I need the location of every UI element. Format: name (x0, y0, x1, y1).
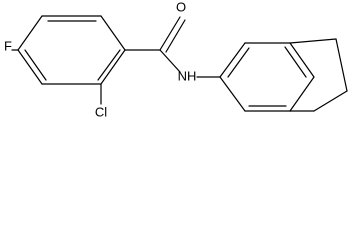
bond-carbonyl-oxygen-left (159, 16, 181, 51)
indane-aromatic-ring (219, 42, 315, 112)
fluorobenzene-ring (17, 15, 126, 85)
bond-carbonyl-oxygen-right (165, 19, 186, 53)
molecule-structure: F O NH Cl (4, 0, 348, 119)
bond-ring1-bottom-left-inner (24, 49, 47, 81)
fluorine-label: F (4, 38, 12, 53)
bond-ring2-top-right (289, 42, 315, 78)
indane-cyclopentane-ring (289, 38, 348, 112)
bond-ring2-top-left (219, 42, 246, 78)
bond-ring1-bottom-right (100, 49, 126, 85)
bond-ring2-top-left-inner (227, 47, 250, 78)
nh-label: NH (178, 68, 197, 83)
bond-ring3-right (335, 38, 348, 92)
bond-ring1-top-right (100, 15, 126, 51)
oxygen-label: O (176, 0, 186, 14)
bond-ring1-bottom-right-inner (97, 49, 121, 81)
bond-ring1-top-left (17, 15, 43, 51)
chlorine-label: Cl (95, 104, 107, 119)
bond-carbonyl-nitrogen (159, 49, 181, 73)
bond-ring2-bottom-left (219, 76, 246, 112)
bond-ring2-bottom-right (289, 76, 315, 112)
bond-ring3-top (289, 38, 337, 44)
bond-ring3-bottom (313, 90, 348, 112)
molecule-canvas: F O NH Cl (4, 0, 348, 119)
bond-ring2-top-right-inner (284, 46, 307, 78)
bond-ring1-bottom-left (17, 49, 43, 85)
